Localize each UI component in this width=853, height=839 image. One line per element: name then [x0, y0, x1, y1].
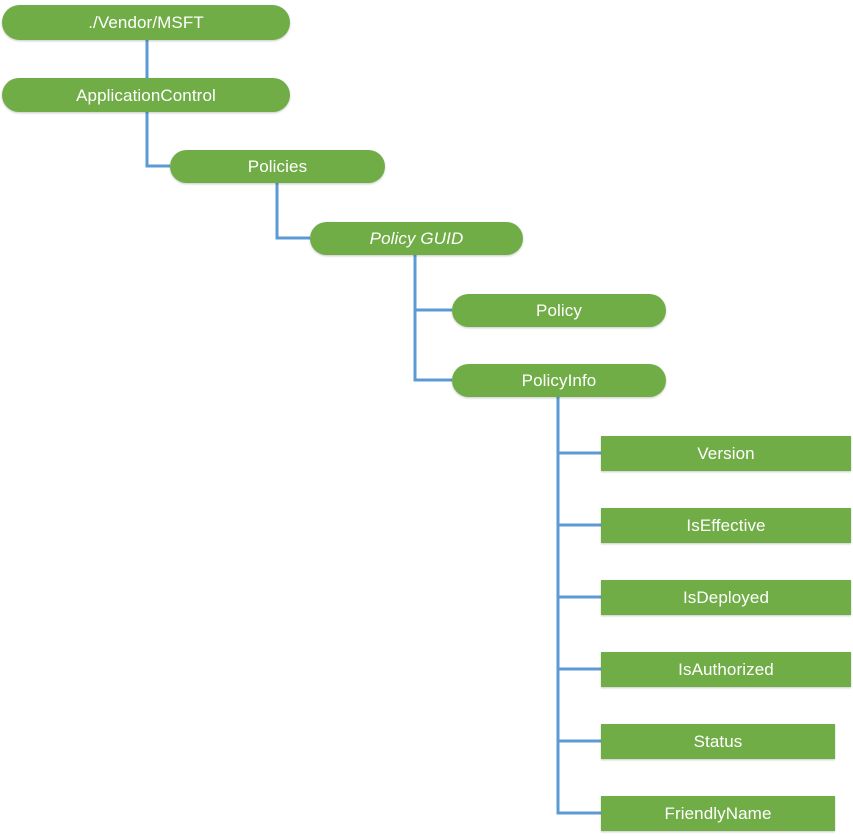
node-label-status: Status: [693, 732, 743, 751]
connector-policy-guid-to-policy: [413, 255, 452, 312]
node-label-is-authorized: IsAuthorized: [678, 660, 774, 679]
node-label-policy-info: PolicyInfo: [521, 371, 597, 390]
connector-policy-info-to-friendly-name: [556, 397, 601, 815]
connector-policies-to-policy-guid: [275, 183, 310, 240]
node-is-deployed[interactable]: IsDeployed: [601, 580, 851, 615]
node-label-version: Version: [697, 444, 755, 463]
node-policy[interactable]: Policy: [452, 294, 666, 327]
connector-application-control-to-policies: [145, 112, 170, 168]
node-is-authorized[interactable]: IsAuthorized: [601, 652, 851, 687]
node-label-policies: Policies: [247, 157, 308, 176]
node-is-effective[interactable]: IsEffective: [601, 508, 851, 543]
node-label-vendor-msft: ./Vendor/MSFT: [88, 13, 204, 32]
node-policy-info[interactable]: PolicyInfo: [452, 364, 666, 397]
node-policies[interactable]: Policies: [170, 150, 385, 183]
node-application-control[interactable]: ApplicationControl: [2, 78, 290, 112]
node-label-policy-guid: Policy GUID: [369, 229, 464, 248]
node-version[interactable]: Version: [601, 436, 851, 471]
node-label-is-deployed: IsDeployed: [682, 588, 770, 607]
node-status[interactable]: Status: [601, 724, 835, 759]
connector-policy-info-to-is-deployed: [556, 397, 601, 599]
connector-policy-info-to-version: [556, 397, 601, 455]
node-label-policy: Policy: [536, 301, 582, 320]
node-label-friendly-name: FriendlyName: [664, 804, 772, 823]
node-policy-guid[interactable]: Policy GUID: [310, 222, 523, 255]
connector-policy-info-to-is-authorized: [556, 397, 601, 671]
node-label-application-control: ApplicationControl: [76, 85, 216, 105]
connector-policy-info-to-is-effective: [556, 397, 601, 527]
node-friendly-name[interactable]: FriendlyName: [601, 796, 835, 831]
connector-policy-guid-to-policy-info: [413, 255, 452, 382]
node-vendor-msft[interactable]: ./Vendor/MSFT: [2, 5, 290, 40]
node-label-is-effective: IsEffective: [686, 516, 766, 535]
connector-policy-info-to-status: [556, 397, 601, 743]
